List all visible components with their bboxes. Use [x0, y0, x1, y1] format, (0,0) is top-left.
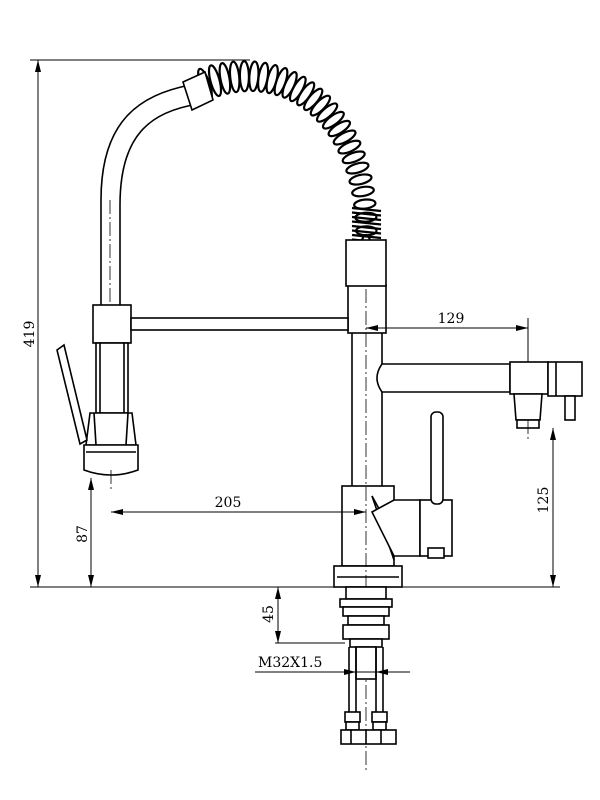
spring-coil-turn — [351, 206, 382, 213]
dim-total-height-label: 419 — [22, 321, 38, 348]
dim-spout-reach-label: 129 — [438, 311, 465, 327]
spring-coil-turn — [351, 229, 382, 235]
extension-lines — [30, 59, 560, 644]
spring-coil-turn — [351, 215, 382, 222]
spring-coil-turn — [351, 233, 382, 240]
gooseneck-hose — [100, 70, 387, 310]
dimension-spray-reach: 205 — [111, 495, 366, 515]
spring-coil-turn — [348, 173, 373, 186]
spring-coil-turn — [332, 129, 357, 146]
dimension-spout-height: 125 — [536, 428, 556, 587]
spray-head-assembly — [56, 304, 349, 490]
spring-coil-turn — [345, 161, 370, 175]
spring-coil-turn — [341, 150, 366, 165]
dimension-thread: M32X1.5 — [255, 655, 410, 675]
spring-coil-turn — [321, 110, 345, 130]
spring-coil-turn — [351, 185, 375, 198]
side-spout — [376, 361, 583, 440]
spring-coil — [197, 60, 382, 257]
spring-coil-turn — [351, 220, 382, 226]
spring-coil-turn — [238, 60, 251, 93]
dimension-total-height: 419 — [22, 60, 41, 587]
dim-shank-length-label: 45 — [261, 605, 277, 623]
dim-thread-label: M32X1.5 — [258, 655, 322, 671]
faucet-body — [333, 245, 453, 770]
dimension-spout-reach: 129 — [366, 311, 529, 362]
dimension-spray-height: 87 — [75, 478, 94, 587]
dimension-shank-length: 45 — [261, 587, 281, 643]
spring-coil-turn — [327, 119, 352, 138]
dim-spray-reach-label: 205 — [215, 495, 242, 511]
mounting-hardware — [339, 586, 397, 745]
dim-spout-height-label: 125 — [536, 487, 552, 514]
spring-coil-turn — [351, 224, 382, 231]
spring-coil-turn — [337, 139, 362, 155]
spring-coil-turn — [207, 64, 223, 98]
spring-coil-turn — [351, 211, 382, 217]
dim-spray-height-label: 87 — [75, 525, 91, 543]
